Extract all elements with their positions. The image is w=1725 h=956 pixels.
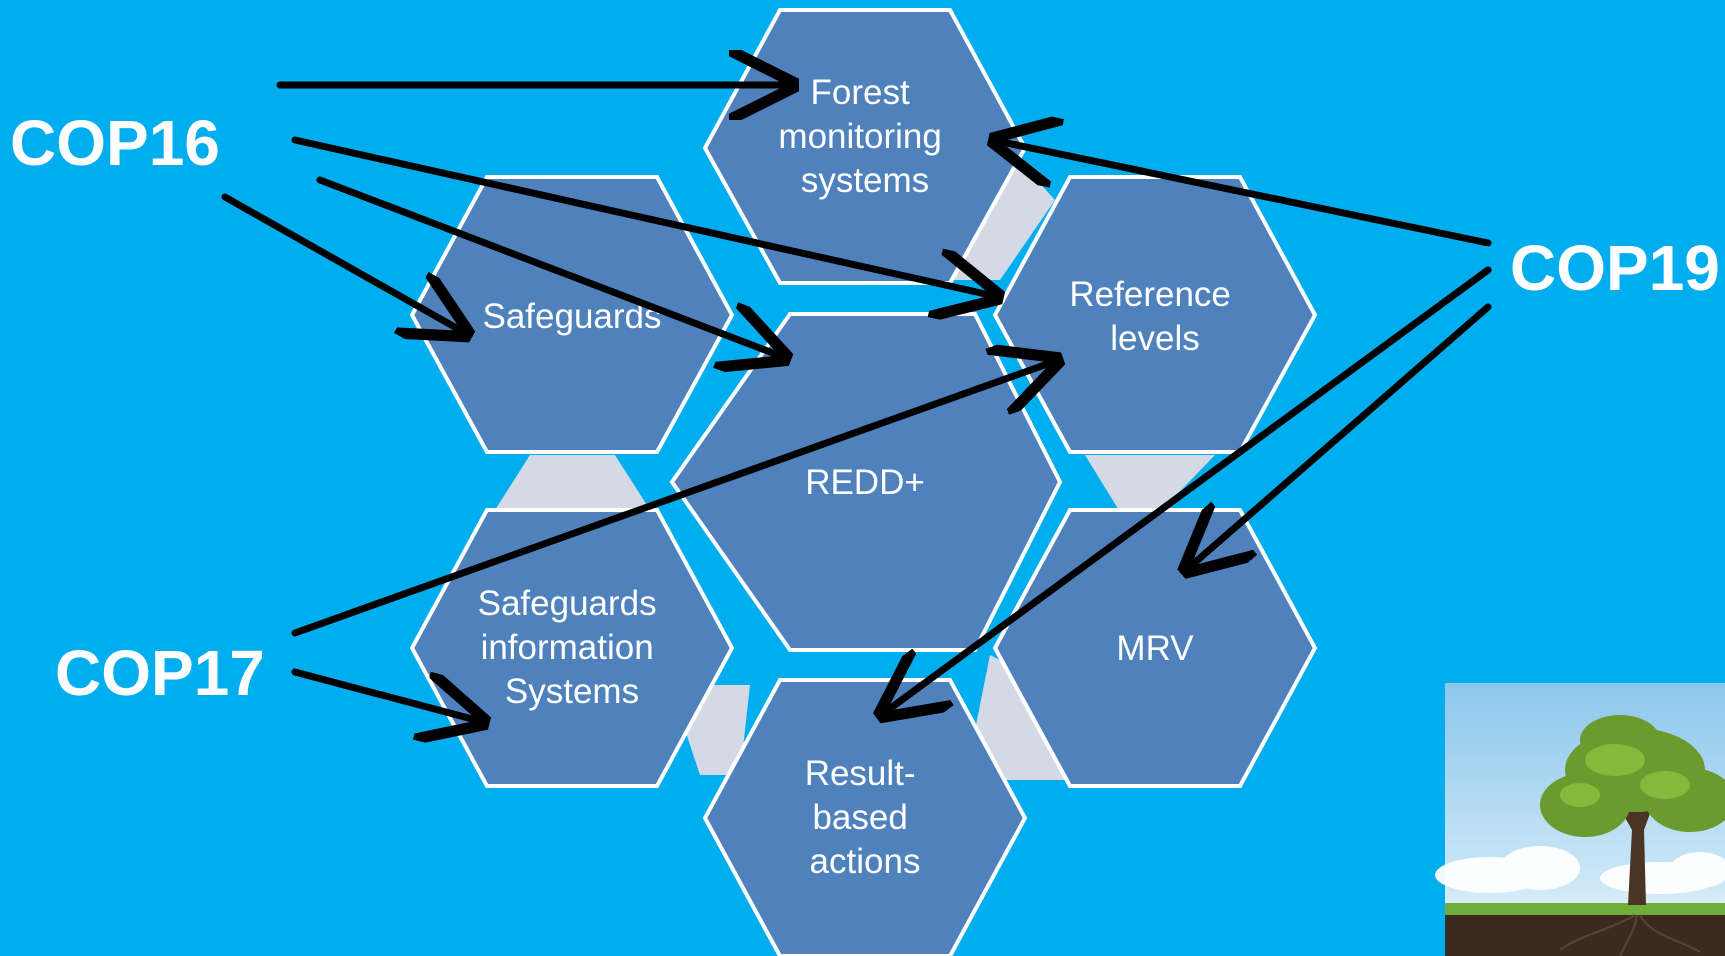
cop-arrows: [221, 85, 1492, 720]
hex-line: Safeguards: [482, 297, 661, 336]
cop17-label: COP17: [55, 637, 265, 709]
hex-sis-label: Safeguards information Systems: [478, 584, 667, 711]
arrow-cop19-to-mrv: [1192, 303, 1492, 565]
hex-reference-label: Reference levels: [1069, 275, 1240, 358]
arrow-cop17-to-sis: [291, 668, 476, 720]
connector-safeguards-sis: [495, 455, 650, 510]
hex-mrv-label: MRV: [1116, 629, 1194, 668]
hex-line: monitoring: [778, 117, 941, 156]
arrow-cop19-to-result: [888, 266, 1492, 710]
hex-line: Reference: [1069, 275, 1230, 314]
hex-safeguards-information-systems: Safeguards information Systems: [409, 508, 735, 788]
arrow-cop16-to-safeguards: [221, 193, 460, 330]
cop19-label: COP19: [1510, 232, 1720, 304]
hex-line: REDD+: [805, 463, 925, 502]
hex-line: actions: [810, 842, 921, 881]
hex-line: Systems: [505, 672, 639, 711]
hex-line: information: [481, 628, 654, 667]
hex-line: Forest: [811, 73, 910, 112]
hex-line: levels: [1110, 319, 1199, 358]
hex-line: MRV: [1116, 629, 1194, 668]
arrow-cop16-to-redd: [316, 176, 778, 355]
arrow-cop16-to-reference: [291, 136, 990, 295]
hex-redd-plus-center: REDD+: [669, 312, 1063, 652]
hex-safeguards-label: Safeguards: [482, 297, 661, 336]
tree-illustration: [1435, 683, 1725, 956]
hex-result-label: Result- based actions: [805, 754, 926, 881]
arrow-cop19-to-forest: [1002, 142, 1492, 247]
hex-line: Result-: [805, 754, 916, 793]
hex-line: Safeguards: [478, 584, 657, 623]
hex-safeguards: Safeguards: [409, 175, 735, 454]
hex-forest-label: Forest monitoring systems: [778, 73, 951, 200]
cop16-label: COP16: [10, 107, 220, 179]
arrow-cop17-to-reference: [291, 363, 1050, 637]
hex-reference-levels: Reference levels: [992, 175, 1318, 454]
hex-line: systems: [801, 161, 929, 200]
hex-line: based: [812, 798, 907, 837]
connector-reference-mrv: [1085, 455, 1215, 512]
hex-result-based-actions: Result- based actions: [702, 678, 1028, 956]
hex-redd-label: REDD+: [805, 463, 925, 502]
